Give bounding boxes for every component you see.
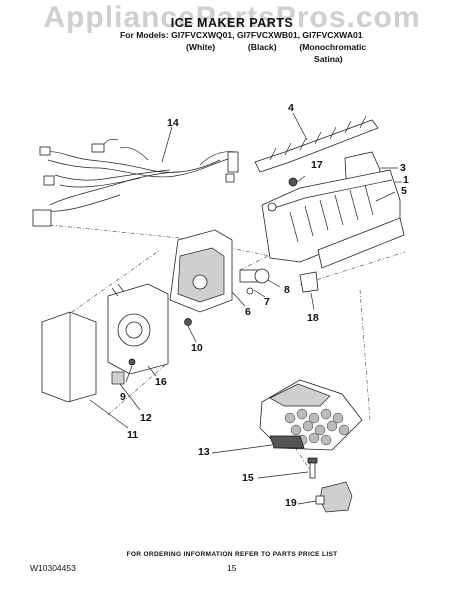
color-mono-2: Satina): [314, 54, 343, 64]
connector-icon: [39, 146, 51, 156]
connector-icon: [43, 175, 55, 186]
callout-1: 1: [403, 174, 409, 186]
callout-12: 12: [140, 412, 152, 424]
page-title: ICE MAKER PARTS: [170, 16, 294, 30]
mounting-plate-part: [169, 229, 233, 313]
callout-7: 7: [264, 296, 270, 308]
callout-16: 16: [155, 376, 167, 388]
callout-6: 6: [245, 306, 251, 318]
callout-15: 15: [242, 472, 254, 484]
callout-11: 11: [127, 429, 139, 441]
screw-part-9: [128, 358, 136, 366]
connector-icon: [32, 209, 52, 227]
callout-13: 13: [198, 446, 210, 458]
bolt-part: [307, 457, 318, 479]
models-line: For Models: GI7FVCXWQ01, GI7FVCXWB01, GI…: [120, 30, 363, 40]
page-number: 15: [227, 563, 237, 573]
callout-17: 17: [311, 159, 323, 171]
color-mono: (Monochromatic: [299, 42, 367, 52]
callout-4: 4: [288, 102, 294, 114]
callout-14: 14: [167, 117, 179, 129]
clip-part: [299, 271, 319, 293]
ordering-note: FOR ORDERING INFORMATION REFER TO PARTS …: [126, 551, 338, 558]
assembly-guide-lines: [49, 199, 406, 471]
connector-icon: [227, 151, 239, 173]
water-valve-part: [315, 481, 353, 513]
wire-harness-part: [32, 138, 239, 227]
stripper-part: [317, 217, 405, 269]
ejector-blade-part: [254, 115, 379, 173]
screw-part-17: [288, 175, 306, 187]
ice-mold-part: [261, 169, 401, 263]
color-white: (White): [186, 42, 216, 52]
connector-icon: [91, 143, 105, 153]
callout-5: 5: [401, 185, 407, 197]
color-variants: (White) (Black) (Monochromatic: [186, 42, 366, 52]
switch-part: [111, 371, 125, 385]
control-module-part: [107, 283, 169, 375]
screw-part-10: [184, 318, 197, 343]
connector-icon: [225, 173, 235, 183]
front-cover-part: [41, 311, 97, 403]
watermark: AppliancePartsPros.com: [43, 1, 421, 34]
callout-18: 18: [307, 312, 319, 324]
fill-cup-part: [259, 379, 363, 451]
color-black: (Black): [247, 42, 277, 52]
callout-9: 9: [120, 391, 126, 403]
callout-19: 19: [285, 497, 297, 509]
callout-10: 10: [191, 342, 203, 354]
callout-3: 3: [400, 162, 406, 174]
callout-8: 8: [284, 284, 290, 296]
gear-part: [239, 268, 270, 295]
document-number: W10304453: [30, 563, 76, 573]
